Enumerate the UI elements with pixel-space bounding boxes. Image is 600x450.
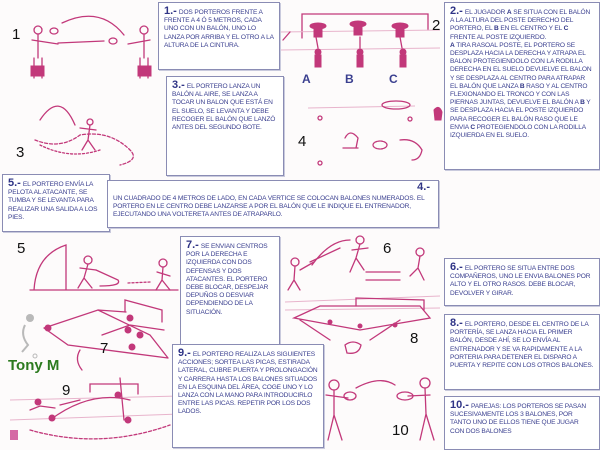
exercise-number: 5.- [8, 177, 21, 189]
exercise-text: El portero lanza un balón al aire, se la… [172, 83, 276, 132]
diagram-label-8: 8 [410, 330, 419, 347]
player-label-c: C [389, 72, 398, 86]
exercise-box-1: 1.-Dos porteros frente a frente a 4 ó 5 … [158, 2, 280, 70]
player-ref: C [470, 123, 475, 131]
exercise-text: y se desplaza hacia el poste izquierdo p… [450, 99, 591, 131]
exercise-text: Un cuadrado de 4 metros de lado, en cada… [113, 195, 425, 219]
exercise-box-7: 7.-Se envian centros por la derecha e iz… [180, 236, 280, 346]
diagram-9-drawing [9, 377, 181, 440]
player-label-b: B [345, 72, 354, 86]
exercise-number: 7.- [186, 239, 199, 251]
exercise-text: El portero realiza las siguientes accion… [178, 351, 318, 416]
exercise-text: se situa con el balón a la altura del po… [450, 9, 591, 33]
player-ref: B [494, 25, 499, 33]
exercise-text: protegiendolo con la rodilla izquierda e… [450, 123, 586, 140]
exercise-box-9: 9.-El portero realiza las siguientes acc… [172, 344, 324, 448]
exercise-text: Parejas: los porteros se pasan sucesivam… [450, 403, 586, 435]
diagram-7-drawing [43, 299, 169, 371]
exercise-number: 1.- [164, 5, 177, 17]
exercise-text: tira rasoal poste, el portero se desplaz… [450, 41, 592, 90]
diagram-label-4: 4 [298, 133, 307, 150]
diagram-label-1: 1 [12, 26, 21, 43]
exercise-text: El portero, desde el centro de la porter… [450, 321, 594, 370]
exercise-box-10: 10.-Parejas: los porteros se pasan suces… [444, 396, 600, 450]
exercise-number: 3.- [172, 79, 185, 91]
exercise-box-5: 5.-El portero envía la pelota al atacant… [2, 174, 110, 232]
exercise-number: 4.- [417, 181, 430, 193]
player-ref: B [580, 99, 585, 107]
diagram-5-drawing [29, 244, 179, 291]
diagram-2-drawing [279, 13, 441, 68]
diagram-4-drawing [307, 100, 443, 166]
diagram-3-drawing [34, 105, 134, 166]
diagram-10-drawing [325, 377, 435, 441]
diagram-1-drawing [30, 15, 152, 79]
diagram-label-3: 3 [16, 144, 25, 161]
diagram-label-6: 6 [383, 240, 392, 257]
diagram-label-10: 10 [392, 422, 409, 439]
exercise-number: 6.- [450, 261, 463, 273]
exercise-box-2: 2.-el jugador A se situa con el balón a … [444, 2, 600, 170]
player-ref: B [519, 82, 525, 90]
exercise-number: 10.- [450, 399, 469, 411]
player-ref: C [563, 25, 569, 33]
exercise-number: 2.- [450, 5, 463, 17]
exercise-text: Dos porteros frente a frente a 4 ó 5 met… [164, 9, 274, 49]
diagram-label-5: 5 [17, 240, 26, 257]
exercise-text: el jugador [464, 9, 507, 16]
exercise-text: El portero envía la pelota al atacante, … [8, 181, 98, 221]
diagram-label-9: 9 [62, 382, 71, 399]
exercise-box-6: 6.-El portero se situa entre dos compañe… [444, 258, 600, 306]
exercise-number: 8.- [450, 317, 463, 329]
exercise-box-8: 8.-El portero, desde el centro de la por… [444, 314, 600, 390]
exercise-text: El portero se situa entre dos compañeros… [450, 265, 591, 297]
author-signature: Tony M [8, 357, 60, 374]
exercise-text: frente al poste izquierdo. [450, 33, 547, 41]
diagram-label-2: 2 [432, 17, 441, 34]
exercise-box-3: 3.-El portero lanza un balón al aire, se… [166, 76, 284, 176]
exercise-text: Se envian centros por la derecha e izqui… [186, 243, 269, 316]
player-ref: A [450, 41, 455, 49]
exercise-number: 9.- [178, 347, 191, 359]
diagram-8-drawing [284, 295, 441, 354]
exercise-box-4: 4.- Un cuadrado de 4 metros de lado, en c… [107, 180, 439, 228]
diagram-6-drawing [287, 235, 425, 291]
player-label-a: A [302, 72, 311, 86]
logo-runner-icon [21, 314, 38, 359]
exercise-text: en el centro y el [498, 25, 564, 33]
exercise-text: raso y al centro flexionando el tronco y… [450, 82, 588, 107]
diagram-label-7: 7 [100, 340, 109, 357]
player-ref: A [506, 9, 512, 16]
